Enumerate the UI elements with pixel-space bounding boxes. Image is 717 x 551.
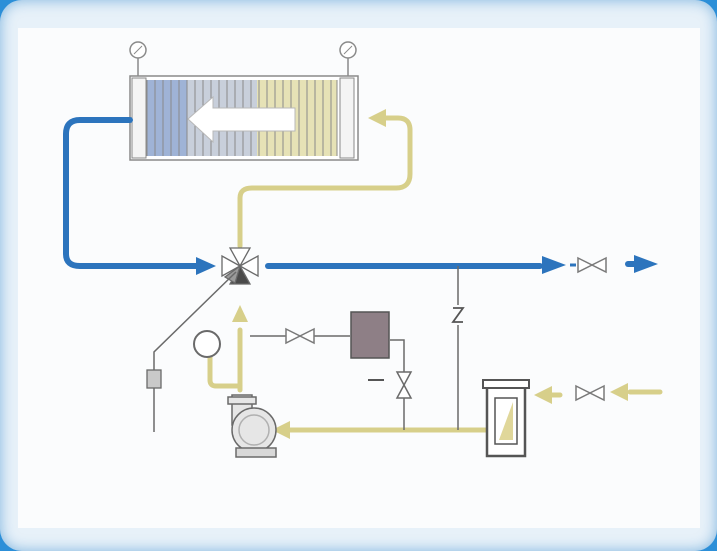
check-valve-icon xyxy=(451,305,465,325)
heat-exchanger-icon xyxy=(129,75,359,161)
centrifugal-pump-icon xyxy=(227,394,277,458)
flow-arrow-icon xyxy=(634,255,658,273)
valve-icon xyxy=(285,327,315,345)
flow-arrow-icon xyxy=(187,95,296,144)
gauge-icon xyxy=(129,41,147,76)
flow-arrow-icon xyxy=(368,109,386,127)
flow-arrow-icon xyxy=(610,383,628,401)
three-way-valve-icon xyxy=(221,247,259,285)
sensor-icon xyxy=(146,369,162,389)
valve-icon xyxy=(575,384,605,402)
hot-water-line xyxy=(207,115,663,433)
filter-icon xyxy=(482,379,530,458)
gauge-icon xyxy=(193,330,221,358)
signal-line xyxy=(153,266,459,432)
valve-icon xyxy=(395,371,413,399)
flow-arrow-icon xyxy=(232,305,248,322)
cold-water-line xyxy=(63,117,638,269)
valve-icon xyxy=(577,256,607,274)
flow-arrow-icon xyxy=(196,257,216,275)
flow-arrow-icon xyxy=(534,386,552,404)
gauge-icon xyxy=(339,41,357,76)
flow-arrow-icon xyxy=(272,421,290,439)
tank-icon xyxy=(350,311,390,359)
flow-arrow-icon xyxy=(542,256,566,274)
